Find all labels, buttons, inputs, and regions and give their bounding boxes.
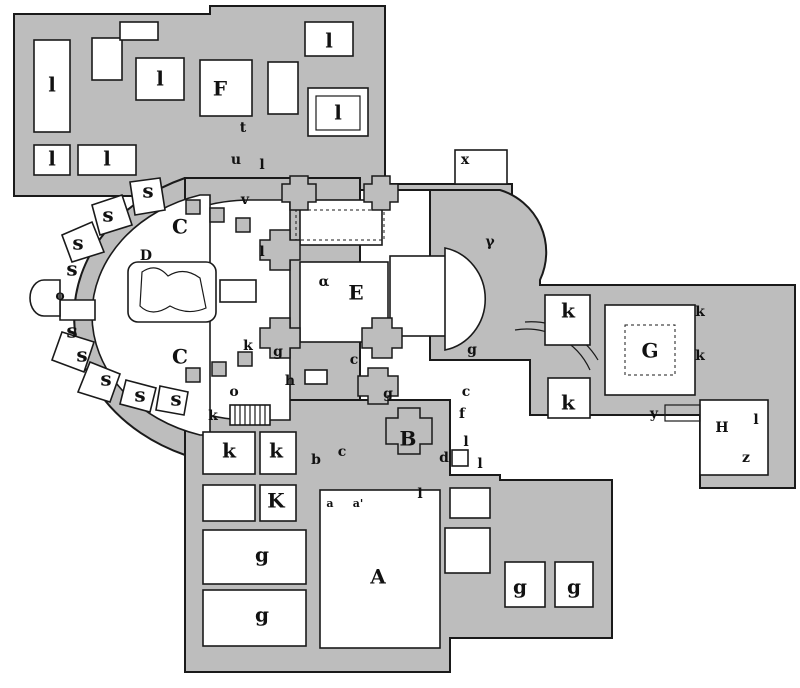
label-g-rot: g bbox=[273, 344, 283, 360]
label-k-stair: k bbox=[208, 408, 218, 424]
label-k-east-3: k bbox=[695, 304, 705, 320]
label-s-6: s bbox=[76, 343, 87, 367]
label-y: y bbox=[649, 406, 659, 422]
label-l-south: l bbox=[417, 486, 422, 502]
label-F: F bbox=[213, 77, 227, 101]
label-o: o bbox=[229, 384, 238, 400]
label-l-7: l bbox=[259, 157, 264, 173]
label-g-south-2: g bbox=[255, 603, 269, 627]
label-C-bottom: C bbox=[172, 345, 188, 369]
label-x: x bbox=[461, 152, 470, 168]
label-f: f bbox=[459, 406, 466, 422]
south-rooms bbox=[202, 369, 594, 649]
label-l-cloister-2: l bbox=[477, 456, 482, 472]
label-D: D bbox=[140, 248, 152, 264]
nave bbox=[259, 175, 599, 405]
label-s-1: s bbox=[142, 179, 153, 203]
north-rooms bbox=[33, 21, 508, 185]
label-q: o bbox=[55, 288, 64, 304]
label-k-east-2: k bbox=[561, 391, 576, 415]
label-G: G bbox=[641, 339, 658, 363]
label-l-8: l bbox=[259, 244, 264, 260]
label-H: H bbox=[715, 420, 728, 436]
label-l-1: l bbox=[48, 73, 56, 97]
label-s-4: s bbox=[66, 257, 77, 281]
label-k-east-1: k bbox=[561, 299, 576, 323]
label-h: h bbox=[285, 373, 295, 389]
east-rooms bbox=[544, 294, 769, 476]
label-c-nave: c bbox=[350, 352, 359, 368]
label-s-3: s bbox=[72, 231, 83, 255]
room-labels: l l l l l l F t u v l x γ s s s s s s s … bbox=[48, 29, 758, 627]
label-z: z bbox=[742, 450, 750, 466]
label-k-rot: k bbox=[243, 338, 253, 354]
label-s-2: s bbox=[102, 203, 113, 227]
label-k-east-4: k bbox=[695, 348, 705, 364]
label-a-prime: a' bbox=[353, 497, 364, 510]
label-v: v bbox=[240, 192, 250, 208]
label-l-5: l bbox=[325, 29, 333, 53]
label-s-9: s bbox=[170, 387, 181, 411]
label-C-top: C bbox=[172, 215, 188, 239]
label-c-cloister: c bbox=[462, 384, 471, 400]
label-g-south-3: g bbox=[513, 575, 527, 599]
label-s-8: s bbox=[134, 383, 145, 407]
label-l-3: l bbox=[103, 147, 111, 171]
label-a: a bbox=[326, 497, 333, 510]
label-B: B bbox=[400, 427, 417, 451]
label-alpha: α bbox=[319, 274, 330, 290]
label-s-5: s bbox=[66, 319, 77, 343]
label-c-stair: c bbox=[338, 444, 347, 460]
rotunda bbox=[29, 177, 291, 436]
label-k-south-1: k bbox=[222, 439, 237, 463]
label-g-cloister: g bbox=[383, 386, 393, 402]
label-l-6: l bbox=[334, 101, 342, 125]
label-E: E bbox=[348, 281, 363, 305]
label-g-nave: g bbox=[467, 342, 477, 358]
label-k-south-2: k bbox=[269, 439, 284, 463]
label-l-east: l bbox=[753, 412, 758, 428]
label-gamma: γ bbox=[485, 234, 495, 250]
label-l-4: l bbox=[156, 67, 164, 91]
label-b: b bbox=[311, 452, 321, 468]
label-d: d bbox=[439, 450, 449, 466]
label-l-cloister-1: l bbox=[463, 434, 468, 450]
label-u: u bbox=[231, 152, 241, 168]
label-l-2: l bbox=[48, 147, 56, 171]
label-A: A bbox=[369, 565, 386, 589]
label-K: K bbox=[267, 489, 285, 513]
label-g-south-4: g bbox=[567, 575, 581, 599]
label-g-south-1: g bbox=[255, 543, 269, 567]
label-t: t bbox=[240, 120, 247, 136]
label-s-7: s bbox=[100, 367, 111, 391]
